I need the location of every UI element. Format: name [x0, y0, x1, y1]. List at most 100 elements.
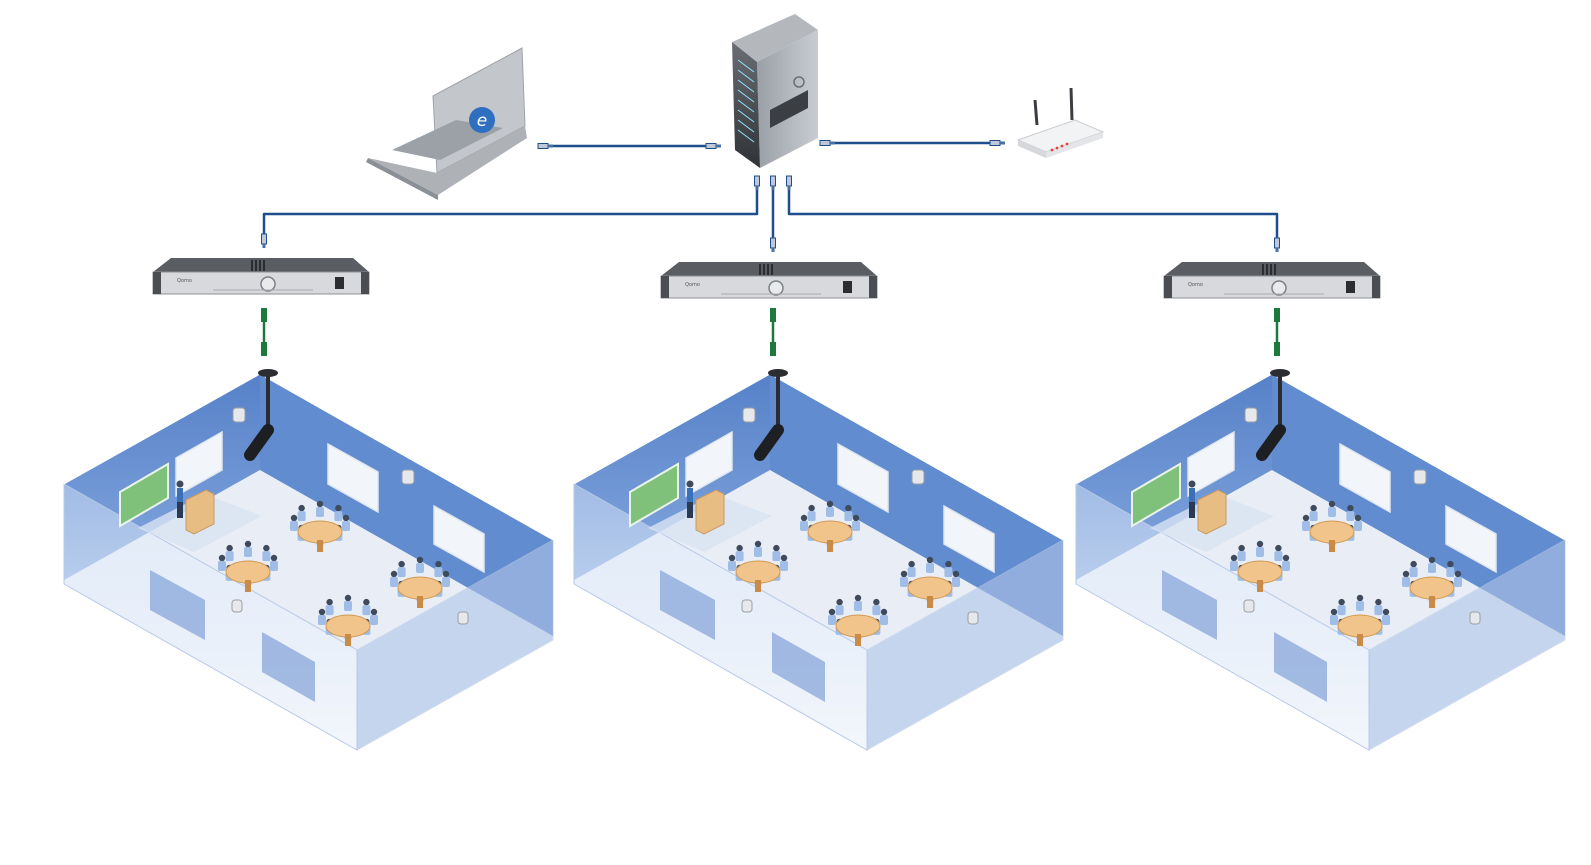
camera-icon [232, 407, 246, 423]
student-icon [1275, 544, 1282, 552]
student-icon [1447, 560, 1454, 568]
ceiling-microphone-icon [754, 424, 784, 461]
student-icon [1330, 608, 1338, 616]
rj45-connector-icon [1274, 237, 1280, 252]
ceiling-microphone-icon [1256, 424, 1286, 461]
rj45-connector-icon [705, 143, 721, 149]
student-icon [1256, 540, 1264, 548]
student-icon [344, 594, 352, 602]
whiteboard [327, 442, 379, 514]
power-knob-icon [768, 280, 784, 296]
ceiling-mount [1270, 369, 1290, 377]
audio-cable [770, 308, 776, 356]
classroom-icon [63, 369, 554, 751]
round-table-group [218, 540, 278, 592]
teacher-icon [1188, 480, 1196, 488]
rj45-connector-icon [261, 233, 267, 248]
student-icon [398, 560, 405, 568]
table-top [1237, 560, 1283, 584]
window-panel [660, 570, 715, 640]
rj45-connector-icon [770, 175, 776, 190]
room-glass-side [356, 539, 554, 751]
whiteboard [1339, 442, 1391, 514]
camera-icon [457, 611, 469, 625]
round-table-group [1402, 556, 1462, 608]
student-icon [845, 504, 852, 512]
student-icon [1310, 504, 1317, 512]
rj45-connector-icon [819, 140, 835, 146]
classrooms [63, 369, 1566, 751]
window-panel [772, 632, 825, 702]
power-knob-icon [260, 276, 276, 292]
server-rack-node [732, 14, 818, 168]
student-icon [1454, 570, 1462, 578]
whiteboard [837, 442, 889, 514]
student-icon [342, 514, 350, 522]
student-icon [773, 544, 780, 552]
student-icon [1410, 560, 1417, 568]
window-panel [150, 570, 205, 640]
camera-icon [967, 611, 979, 625]
network-cables [262, 141, 1279, 250]
student-icon [316, 500, 324, 508]
camera-icon [231, 599, 243, 613]
window-panel [1162, 570, 1217, 640]
student-icon [926, 556, 934, 564]
camera-icon [1413, 469, 1427, 485]
student-icon [1428, 556, 1436, 564]
rack-unit-icon: Qomo [660, 262, 878, 299]
camera-icon [911, 469, 925, 485]
encoder-brand-label: Qomo [177, 278, 192, 284]
student-icon [945, 560, 952, 568]
laptop-node: e [366, 47, 527, 200]
camera-icon [741, 599, 753, 613]
student-icon [828, 608, 836, 616]
student-icon [852, 514, 860, 522]
student-icon [1402, 570, 1410, 578]
student-icon [1375, 598, 1382, 606]
student-icon [435, 560, 442, 568]
podium-icon [695, 489, 725, 535]
rj45-connector-icon [754, 175, 760, 190]
table-top [835, 614, 881, 638]
student-icon [900, 570, 908, 578]
student-icon [370, 608, 378, 616]
table-top [397, 576, 443, 600]
student-icon [728, 554, 736, 562]
teacher-icon [176, 480, 184, 488]
round-table-group [800, 500, 860, 552]
whiteboard [1445, 504, 1497, 574]
table-top [1409, 576, 1455, 600]
green-board [119, 462, 169, 528]
student-icon [908, 560, 915, 568]
student-icon [244, 540, 252, 548]
table-top [1309, 520, 1355, 544]
student-icon [780, 554, 788, 562]
cable-server-encoder-1 [262, 186, 759, 248]
student-icon [318, 608, 326, 616]
camera-icon [401, 469, 415, 485]
audio-cable [261, 308, 267, 356]
round-table-group [1230, 540, 1290, 592]
whiteboard [175, 430, 223, 498]
student-icon [952, 570, 960, 578]
student-icon [808, 504, 815, 512]
round-table-group [728, 540, 788, 592]
round-table-group [318, 594, 378, 646]
podium-icon [1197, 489, 1227, 535]
table-top [907, 576, 953, 600]
student-icon [363, 598, 370, 606]
network-connectors [261, 140, 1280, 252]
round-table-group [290, 500, 350, 552]
table-top [735, 560, 781, 584]
room-wall-right [770, 374, 1063, 636]
audio-cable [1274, 308, 1280, 356]
whiteboard [943, 504, 995, 574]
table-top [325, 614, 371, 638]
table-top [807, 520, 853, 544]
room-glass-side [1368, 539, 1566, 751]
ceiling-mount [768, 369, 788, 377]
power-knob-icon [1271, 280, 1287, 296]
